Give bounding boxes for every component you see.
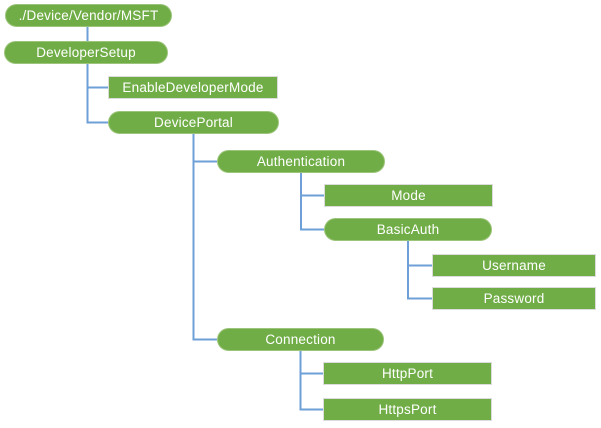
- node-authentication: Authentication: [217, 150, 385, 173]
- connector-developersetup-deviceportal: [86, 63, 108, 124]
- node-enabledevelopermode: EnableDeveloperMode: [108, 76, 278, 99]
- node-deviceportal: DevicePortal: [108, 111, 279, 134]
- node-device-vendor-msft: ./Device/Vendor/MSFT: [5, 4, 172, 27]
- node-connection: Connection: [217, 328, 384, 351]
- node-password: Password: [432, 287, 596, 310]
- node-username: Username: [432, 254, 596, 277]
- node-developersetup: DeveloperSetup: [4, 41, 168, 64]
- connector-authentication-basicauth: [300, 173, 324, 231]
- node-mode: Mode: [324, 184, 493, 207]
- connector-connection-httpsport: [299, 351, 323, 411]
- node-httpport: HttpPort: [323, 362, 492, 385]
- connector-deviceportal-connection: [192, 134, 217, 341]
- node-httpsport: HttpsPort: [323, 398, 492, 421]
- connector-basicauth-password: [407, 241, 432, 300]
- node-basicauth: BasicAuth: [324, 218, 492, 241]
